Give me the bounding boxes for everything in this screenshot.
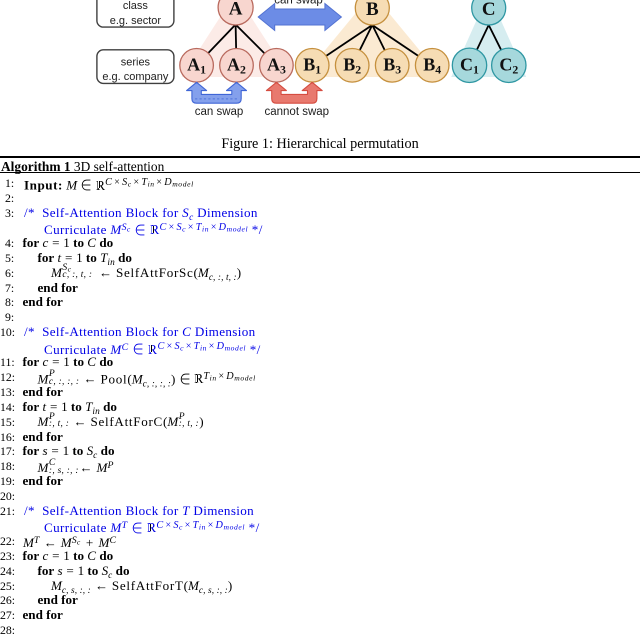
svg-text:class: class — [123, 0, 149, 12]
svg-text:series: series — [121, 56, 151, 68]
svg-text:can swap: can swap — [195, 106, 244, 118]
svg-text:A: A — [229, 0, 243, 19]
svg-text:e.g. sector: e.g. sector — [110, 15, 162, 27]
svg-text:can swap: can swap — [274, 0, 323, 6]
svg-text:e.g. company: e.g. company — [102, 71, 169, 83]
svg-text:B: B — [366, 0, 379, 20]
svg-text:C: C — [482, 0, 496, 20]
svg-text:cannot swap: cannot swap — [265, 106, 330, 118]
